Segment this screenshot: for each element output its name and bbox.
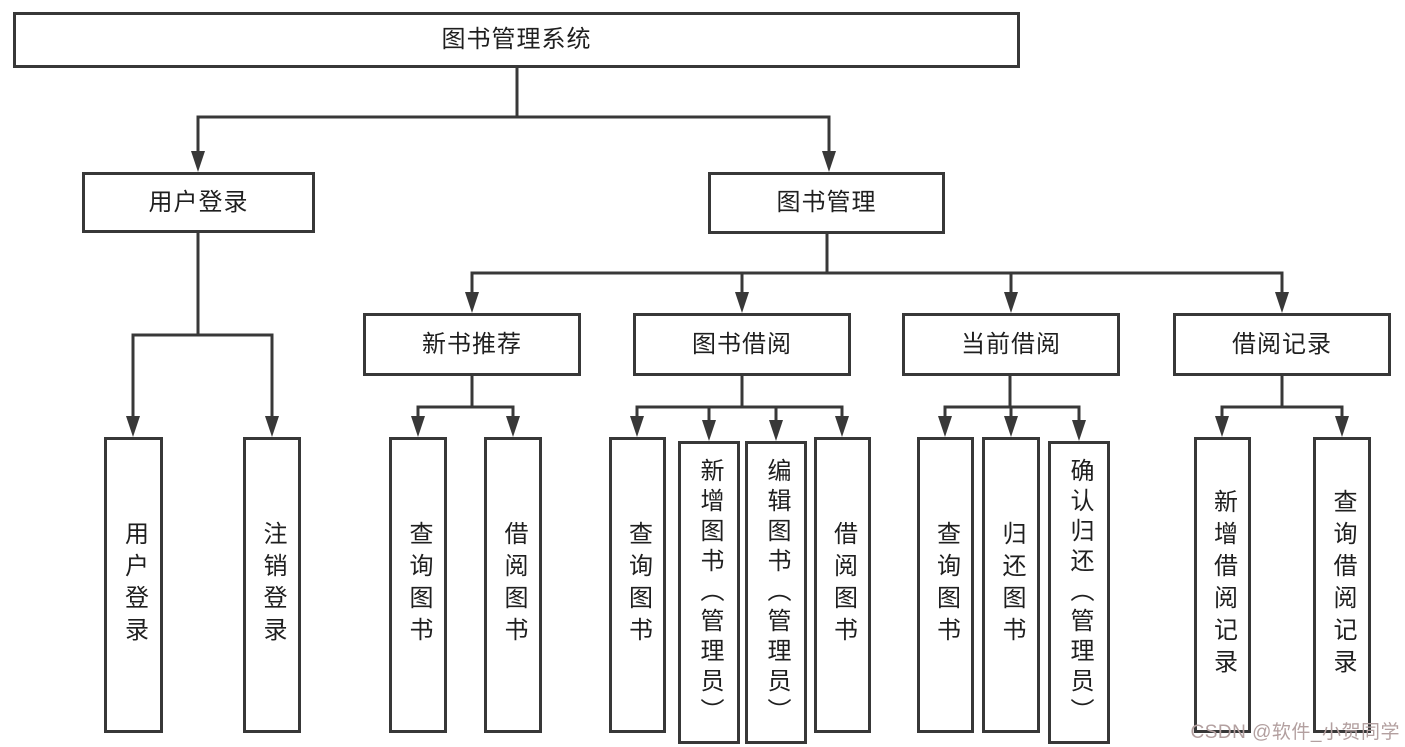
leaf-current-query-book: 查询图书 xyxy=(917,437,974,733)
leaf-borrowing-borrow-book: 借阅图书 xyxy=(814,437,871,733)
node-book-management: 图书管理 xyxy=(708,172,945,234)
node-label: 查询图书 xyxy=(932,521,960,649)
node-borrowing-records: 借阅记录 xyxy=(1173,313,1391,376)
leaf-current-return-book: 归还图书 xyxy=(982,437,1040,733)
leaf-recommend-borrow-book: 借阅图书 xyxy=(484,437,542,733)
node-label: 用户登录 xyxy=(148,188,249,216)
node-root-system: 图书管理系统 xyxy=(13,12,1020,68)
node-label: 图书管理 xyxy=(776,189,877,216)
node-label: 查询图书 xyxy=(405,521,432,649)
leaf-logout: 注销登录 xyxy=(243,437,301,733)
node-label: 借阅图书 xyxy=(829,521,857,649)
node-label: 新书推荐 xyxy=(422,330,522,358)
leaf-borrowing-query-book: 查询图书 xyxy=(609,437,666,733)
leaf-borrowing-add-book-admin: 新增图书（管理员） xyxy=(678,441,740,744)
node-new-book-recommend: 新书推荐 xyxy=(363,313,581,376)
csdn-watermark: CSDN @软件_小贺同学 xyxy=(1190,722,1400,743)
node-label: 编辑图书（管理员） xyxy=(763,457,790,728)
node-label: 图书管理系统 xyxy=(441,26,592,53)
node-label: 新增图书（管理员） xyxy=(696,457,723,728)
leaf-current-confirm-return-admin: 确认归还（管理员） xyxy=(1048,441,1110,744)
node-label: 当前借阅 xyxy=(961,330,1061,358)
node-label: 归还图书 xyxy=(998,521,1025,649)
node-label: 借阅图书 xyxy=(500,521,527,649)
node-label: 查询图书 xyxy=(624,521,652,649)
node-label: 查询借阅记录 xyxy=(1329,489,1356,681)
node-current-borrowing: 当前借阅 xyxy=(902,313,1120,376)
leaf-recommend-query-book: 查询图书 xyxy=(389,437,447,733)
node-label: 用户登录 xyxy=(120,521,148,649)
node-label: 图书借阅 xyxy=(692,330,792,358)
node-label: 注销登录 xyxy=(259,521,286,649)
leaf-borrowing-edit-book-admin: 编辑图书（管理员） xyxy=(745,441,807,744)
node-label: 确认归还（管理员） xyxy=(1066,457,1093,728)
leaf-records-query-record: 查询借阅记录 xyxy=(1313,437,1371,733)
leaf-user-login: 用户登录 xyxy=(104,437,163,733)
leaf-records-add-record: 新增借阅记录 xyxy=(1194,437,1251,733)
node-label: 新增借阅记录 xyxy=(1209,489,1237,681)
node-user-login: 用户登录 xyxy=(82,172,315,233)
node-label: 借阅记录 xyxy=(1232,330,1332,358)
node-book-borrowing: 图书借阅 xyxy=(633,313,851,376)
